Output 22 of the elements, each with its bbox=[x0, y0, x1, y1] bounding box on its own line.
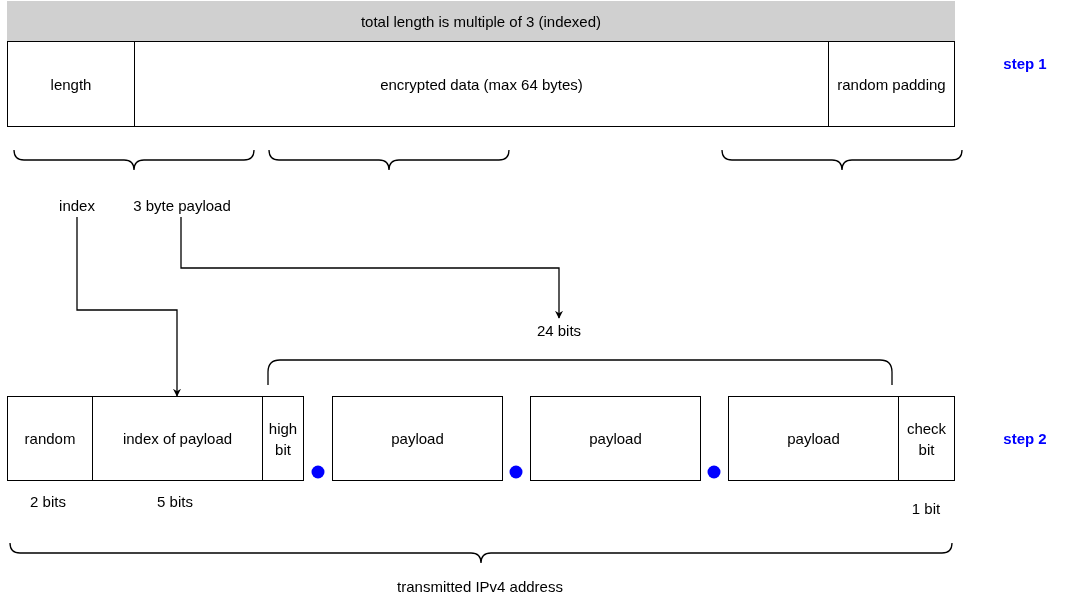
field-box: payload bbox=[530, 396, 701, 481]
text-label: 3 byte payload bbox=[122, 193, 242, 217]
field-box: length bbox=[7, 41, 135, 127]
annotation-text: transmitted IPv4 address bbox=[397, 577, 563, 595]
field-box: index of payload bbox=[92, 396, 263, 481]
header-bar: total length is multiple of 3 (indexed) bbox=[7, 1, 955, 42]
step-label: step 2 bbox=[1003, 429, 1047, 447]
annotation-text: 2 bits bbox=[30, 492, 66, 510]
field-box: payload bbox=[728, 396, 899, 481]
arrow bbox=[180, 216, 563, 319]
field-box: encrypted data (max 64 bytes) bbox=[134, 41, 829, 127]
field-box: high bit bbox=[262, 396, 304, 481]
field-box: random bbox=[7, 396, 93, 481]
annotation-text: 1 bit bbox=[911, 499, 941, 517]
field-box: check bit bbox=[898, 396, 955, 481]
arrow bbox=[76, 216, 181, 397]
field-box: payload bbox=[332, 396, 503, 481]
text-label: 24 bits bbox=[524, 318, 594, 342]
annotation-text: 5 bits bbox=[157, 492, 193, 510]
text-label: index bbox=[52, 193, 102, 217]
field-box: random padding bbox=[828, 41, 955, 127]
step-label: step 1 bbox=[1003, 54, 1047, 72]
